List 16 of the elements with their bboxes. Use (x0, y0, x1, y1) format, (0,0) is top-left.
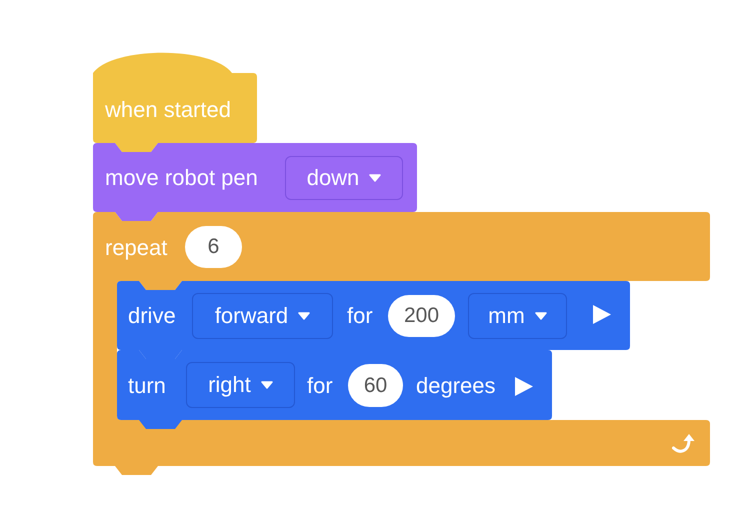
loop-block (93, 212, 710, 475)
hat-block (93, 52, 257, 152)
command-block (117, 350, 552, 429)
block-text: move robot pen (105, 165, 258, 191)
block-text: for (307, 373, 333, 399)
block-text: drive (128, 303, 176, 329)
command-block (117, 281, 630, 359)
dropdown: mm (468, 293, 567, 339)
block-text: turn (128, 373, 166, 399)
block-text: for (347, 303, 373, 329)
dropdown: right (186, 362, 295, 408)
block-text: degrees (416, 373, 496, 399)
block-text: repeat (105, 235, 168, 261)
block-text: when started (105, 97, 231, 123)
dropdown: forward (192, 293, 333, 339)
dropdown: down (285, 156, 403, 200)
